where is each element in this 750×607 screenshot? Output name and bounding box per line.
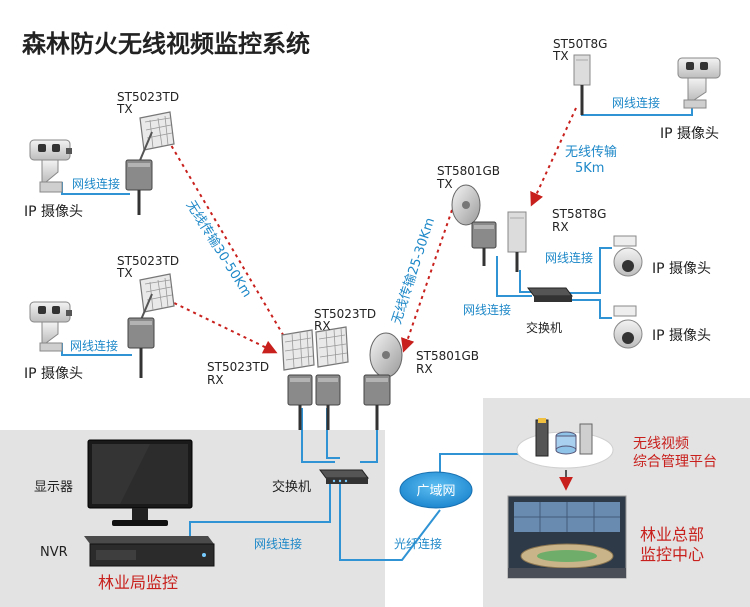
device-model: ST5023TD	[314, 307, 376, 321]
grid-antenna-icon	[127, 273, 175, 378]
device-model: ST5023TD	[207, 360, 269, 374]
link-label: 网线连接	[612, 95, 660, 110]
hq-control-room-photo	[507, 495, 627, 579]
network-switch-icon	[319, 469, 369, 484]
forestry-bureau-group: 显示器 NVR 林业局监控	[34, 439, 215, 592]
camera-label: IP 摄像头	[660, 126, 719, 142]
center-receiver-group: ST5023TD RX ST5023TD RX ST5801GB RX 交换机	[207, 307, 479, 495]
platform-label: 无线视频	[633, 436, 689, 452]
link-label: 网线连接	[463, 302, 511, 317]
grid-antenna-icon	[315, 326, 349, 406]
panel-antenna-icon	[507, 211, 527, 272]
wireless-distance-unit: 5Km	[575, 161, 604, 176]
switch-label: 交换机	[526, 320, 562, 335]
link-label: 网线连接	[254, 536, 302, 551]
wireless-link-left-top	[167, 139, 297, 358]
wireless-link-left-bottom	[167, 299, 278, 354]
device-dir: RX	[207, 373, 224, 387]
platform-label: 综合管理平台	[633, 454, 717, 470]
grid-antenna-icon	[125, 111, 175, 215]
ptz-thermal-camera-icon	[29, 301, 72, 352]
camera-label: IP 摄像头	[24, 366, 83, 382]
hq-label: 监控中心	[640, 545, 704, 564]
left-top-camera-group: IP 摄像头 网线连接 ST5023TD TX	[24, 90, 179, 220]
dome-camera-icon	[613, 235, 643, 277]
device-model: ST5801GB	[437, 164, 500, 178]
hq-label: 林业总部	[640, 525, 704, 544]
wireless-distance-label: 无线传输	[565, 144, 617, 160]
device-model: ST50T8G	[553, 37, 607, 51]
device-model: ST5023TD	[117, 254, 179, 268]
panel-antenna-icon	[573, 54, 591, 115]
server-icon	[535, 418, 593, 457]
solid-dish-antenna-icon	[451, 184, 497, 266]
link-label: 光纤连接	[394, 536, 442, 551]
nvr-label: NVR	[40, 545, 68, 560]
right-relay-group: ST50T8G TX 网线连接 IP 摄像头 ST5801GB TX ST5	[436, 37, 721, 349]
camera-label: IP 摄像头	[24, 204, 83, 220]
wan-label: 广域网	[416, 484, 455, 499]
switch-label: 交换机	[272, 479, 311, 495]
network-switch-icon	[527, 287, 573, 302]
page-title: 森林防火无线视频监控系统	[22, 30, 310, 58]
wireless-links	[167, 107, 577, 358]
device-model: ST5023TD	[117, 90, 179, 104]
nvr-icon	[84, 536, 215, 567]
monitor-icon	[87, 439, 193, 526]
device-dir: RX	[552, 220, 569, 234]
device-model: ST5801GB	[416, 349, 479, 363]
grid-antenna-icon	[281, 329, 315, 406]
device-dir: RX	[416, 362, 433, 376]
device-dir: RX	[314, 319, 331, 333]
device-model: ST58T8G	[552, 207, 606, 221]
management-platform-group: 无线视频 综合管理平台	[516, 418, 717, 491]
link-label: 网线连接	[545, 250, 593, 265]
left-bottom-camera-group: IP 摄像头 网线连接 ST5023TD TX	[24, 254, 179, 382]
camera-label: IP 摄像头	[652, 261, 711, 277]
link-label: 网线连接	[70, 338, 118, 353]
bureau-label: 林业局监控	[98, 573, 178, 592]
display-label: 显示器	[34, 480, 73, 495]
solid-dish-antenna-icon	[363, 332, 403, 406]
ptz-thermal-camera-icon	[677, 57, 721, 109]
dome-camera-icon	[613, 305, 643, 349]
ptz-thermal-camera-icon	[29, 139, 72, 193]
device-dir: TX	[436, 177, 453, 191]
link-label: 网线连接	[72, 176, 120, 191]
device-dir: TX	[116, 266, 133, 280]
device-dir: TX	[116, 102, 133, 116]
camera-label: IP 摄像头	[652, 328, 711, 344]
device-dir: TX	[552, 49, 569, 63]
wan-cloud: 广域网	[399, 471, 473, 509]
wireless-distance-label: 无线传输30-50Km	[183, 198, 255, 301]
